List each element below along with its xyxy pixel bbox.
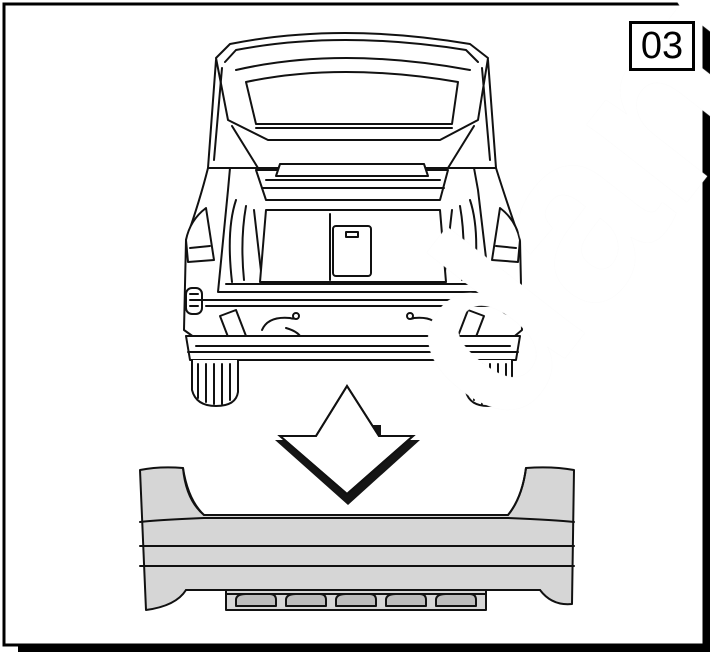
car-rear-illustration — [183, 32, 523, 407]
down-arrow-icon — [275, 384, 420, 505]
rear-bumper-part — [139, 466, 575, 611]
step-number-badge: 03 — [629, 21, 695, 71]
step-number: 03 — [640, 24, 684, 67]
